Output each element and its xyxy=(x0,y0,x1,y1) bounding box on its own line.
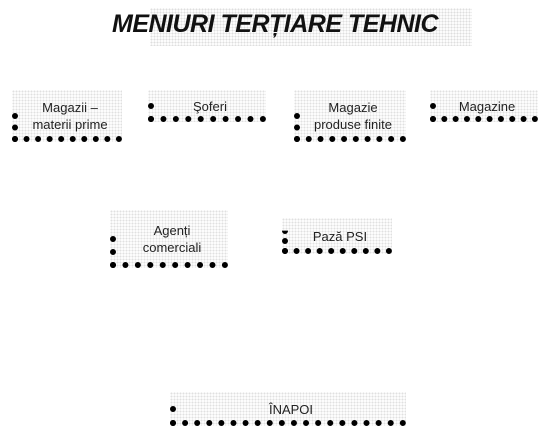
agenti-comerciali-button[interactable]: Agenți comerciali xyxy=(110,210,228,268)
magazie-produse-finite-label: Magazie produse finite xyxy=(313,100,393,132)
title-background xyxy=(150,8,472,46)
inapoi-button[interactable]: ÎNAPOI xyxy=(170,392,406,426)
magazii-materii-prime-label: Magazii – materii prime xyxy=(32,100,108,132)
magazie-produse-finite-button[interactable]: Magazie produse finite xyxy=(294,90,406,142)
soferi-label: Şoferi xyxy=(193,98,227,114)
agenti-comerciali-label: Agenți comerciali xyxy=(142,223,202,255)
page-title: MENIURI TERȚIARE TEHNIC xyxy=(112,10,439,38)
soferi-button[interactable]: Şoferi xyxy=(148,90,266,122)
magazine-button[interactable]: Magazine xyxy=(430,90,538,122)
inapoi-label: ÎNAPOI xyxy=(268,401,314,417)
magazine-label: Magazine xyxy=(458,98,516,114)
magazii-materii-prime-button[interactable]: Magazii – materii prime xyxy=(12,90,122,142)
paza-psi-label: Pază PSI xyxy=(312,228,368,244)
paza-psi-button[interactable]: Pază PSI xyxy=(282,218,392,254)
